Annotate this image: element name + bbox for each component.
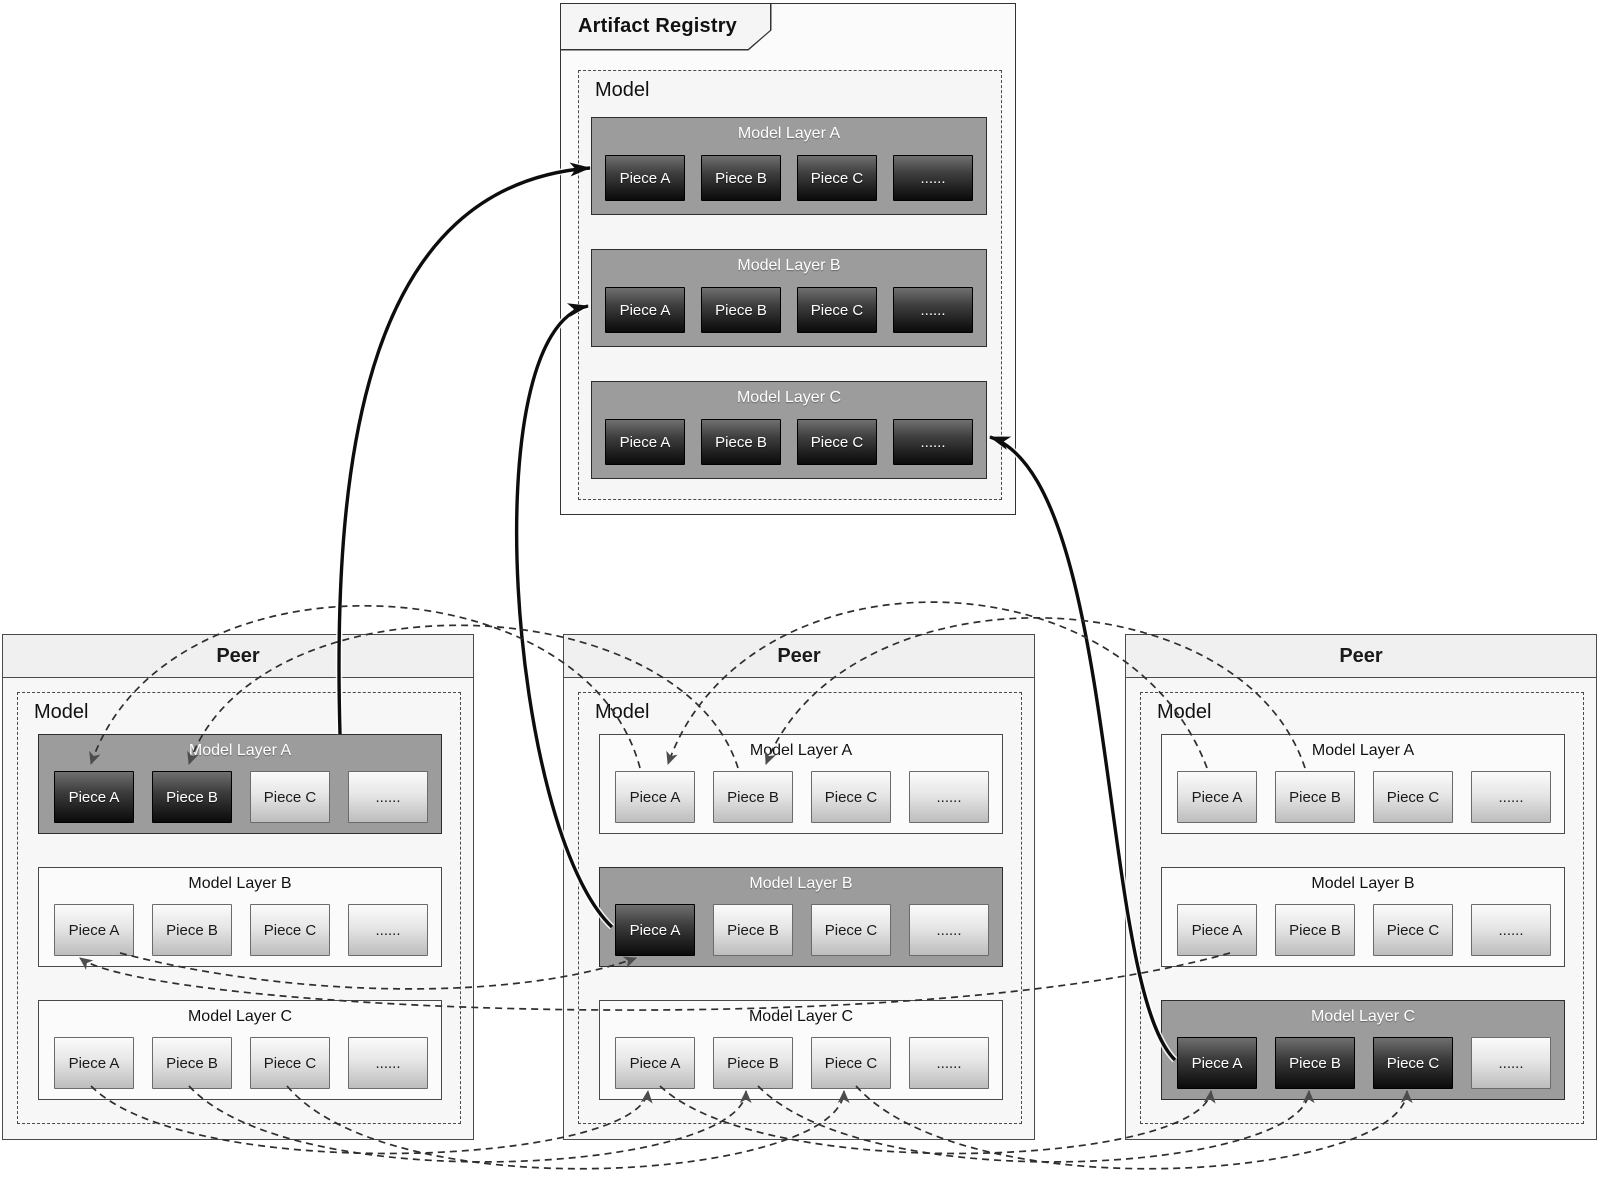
peer-left-model-label: Model <box>34 701 89 723</box>
peer-left-layer-c-title: Model Layer C <box>187 1008 293 1025</box>
peer-middle-layer-c-piece-1-missing: Piece A <box>615 1037 695 1089</box>
peer-middle-layer-b-piece-3-missing: Piece C <box>811 904 891 956</box>
registry-layer-a-piece-3-downloaded: Piece C <box>797 155 877 201</box>
peer-right-layer-b-piece-2-missing: Piece B <box>1275 904 1355 956</box>
peer-right-layer-a-piece-1-missing: Piece A <box>1177 771 1257 823</box>
peer-left-layer-a-piece-3-missing: Piece C <box>250 771 330 823</box>
peer-middle-layer-b-piece-4-missing: ...... <box>909 904 989 956</box>
peer-middle-layer-c-piece-2-missing: Piece B <box>713 1037 793 1089</box>
peer-left-layer-c-piece-1-missing: Piece A <box>54 1037 134 1089</box>
peer-left-layer-b-piece-1-missing: Piece A <box>54 904 134 956</box>
peer-middle-layer-c-piece-3-missing: Piece C <box>811 1037 891 1089</box>
peer-right-layer-c-piece-2-downloaded: Piece B <box>1275 1037 1355 1089</box>
registry-layer-a-piece-2-downloaded: Piece B <box>701 155 781 201</box>
peer-left-layer-b-title: Model Layer B <box>188 875 292 892</box>
registry-title-tab: Artifact Registry <box>560 3 772 51</box>
peer-middle-layer-c-box: Model Layer C Piece A Piece B Piece C...... <box>599 1000 1003 1100</box>
registry-layer-a-piece-4-downloaded: ...... <box>893 155 973 201</box>
peer-right-layer-a-piece-2-missing: Piece B <box>1275 771 1355 823</box>
peer-left-layer-b-piece-3-missing: Piece C <box>250 904 330 956</box>
registry-model-box: Model Model Layer A Piece A Piece B Piece C… <box>578 70 1002 500</box>
peer-right-layer-c-box: Model Layer C Piece A Piece B Piece C...... <box>1161 1000 1565 1100</box>
peer-middle-layer-a-piece-2-missing: Piece B <box>713 771 793 823</box>
registry-model-label: Model <box>595 79 650 101</box>
peer-right-layer-b-title: Model Layer B <box>1311 875 1415 892</box>
peer-left-layer-a-piece-2-downloaded: Piece B <box>152 771 232 823</box>
peer-left-layer-a-piece-4-missing: ...... <box>348 771 428 823</box>
registry-layer-c-piece-3-downloaded: Piece C <box>797 419 877 465</box>
peer-title-middle: Peer <box>564 635 1034 678</box>
peer-right-layer-a-box: Model Layer A Piece A Piece B Piece C...... <box>1161 734 1565 834</box>
peer-left-layer-b-piece-4-missing: ...... <box>348 904 428 956</box>
peer-middle-model-label: Model <box>595 701 650 723</box>
peer-right-layer-b-piece-3-missing: Piece C <box>1373 904 1453 956</box>
registry-layer-b-piece-4-downloaded: ...... <box>893 287 973 333</box>
peer-right-layer-b-piece-4-missing: ...... <box>1471 904 1551 956</box>
peer-right-layer-a-piece-4-missing: ...... <box>1471 771 1551 823</box>
peer-right-layer-c-piece-4-missing: ...... <box>1471 1037 1551 1089</box>
peer-right-layer-c-title: Model Layer C <box>1310 1008 1416 1025</box>
peer-middle-layer-c-piece-4-missing: ...... <box>909 1037 989 1089</box>
peer-left-layer-c-piece-2-missing: Piece B <box>152 1037 232 1089</box>
registry-layer-b-box: Model Layer B Piece A Piece B Piece C...... <box>591 249 987 347</box>
registry-layer-c-piece-1-downloaded: Piece A <box>605 419 685 465</box>
registry-layer-a-box: Model Layer A Piece A Piece B Piece C...... <box>591 117 987 215</box>
registry-layer-c-box: Model Layer C Piece A Piece B Piece C...... <box>591 381 987 479</box>
peer-right-layer-b-box: Model Layer B Piece A Piece B Piece C...... <box>1161 867 1565 967</box>
peer-right-layer-b-piece-1-missing: Piece A <box>1177 904 1257 956</box>
registry-layer-b-piece-3-downloaded: Piece C <box>797 287 877 333</box>
registry-layer-c-piece-4-downloaded: ...... <box>893 419 973 465</box>
registry-layer-c-title: Model Layer C <box>736 389 842 406</box>
peer-middle-layer-a-piece-3-missing: Piece C <box>811 771 891 823</box>
peer-left-layer-b-box: Model Layer B Piece A Piece B Piece C...... <box>38 867 442 967</box>
peer-middle-layer-b-piece-1-downloaded: Piece A <box>615 904 695 956</box>
peer-title-left: Peer <box>3 635 473 678</box>
registry-layer-b-title: Model Layer B <box>737 257 841 274</box>
registry-layer-a-title: Model Layer A <box>737 125 841 142</box>
peer-title-right: Peer <box>1126 635 1596 678</box>
peer-middle-layer-c-title: Model Layer C <box>748 1008 854 1025</box>
peer-left-layer-a-piece-1-downloaded: Piece A <box>54 771 134 823</box>
peer-right-layer-c-piece-1-downloaded: Piece A <box>1177 1037 1257 1089</box>
peer-right-layer-a-piece-3-missing: Piece C <box>1373 771 1453 823</box>
peer-right-layer-c-piece-3-downloaded: Piece C <box>1373 1037 1453 1089</box>
peer-left-layer-a-box: Model Layer A Piece A Piece B Piece C...... <box>38 734 442 834</box>
registry-layer-b-piece-1-downloaded: Piece A <box>605 287 685 333</box>
peer-middle-layer-b-box: Model Layer B Piece A Piece B Piece C...... <box>599 867 1003 967</box>
peer-left-layer-a-title: Model Layer A <box>188 742 292 759</box>
peer-left-layer-b-piece-2-missing: Piece B <box>152 904 232 956</box>
peer-left-layer-c-piece-3-missing: Piece C <box>250 1037 330 1089</box>
peer-left-layer-c-box: Model Layer C Piece A Piece B Piece C...... <box>38 1000 442 1100</box>
registry-layer-b-piece-2-downloaded: Piece B <box>701 287 781 333</box>
peer-middle-layer-a-box: Model Layer A Piece A Piece B Piece C...... <box>599 734 1003 834</box>
registry-title: Artifact Registry <box>578 15 737 37</box>
peer-right-layer-a-title: Model Layer A <box>1311 742 1415 759</box>
peer-right-model-label: Model <box>1157 701 1212 723</box>
registry-layer-c-piece-2-downloaded: Piece B <box>701 419 781 465</box>
peer-middle-layer-a-piece-4-missing: ...... <box>909 771 989 823</box>
peer-middle-layer-b-piece-2-missing: Piece B <box>713 904 793 956</box>
peer-middle-layer-a-piece-1-missing: Piece A <box>615 771 695 823</box>
peer-left-layer-c-piece-4-missing: ...... <box>348 1037 428 1089</box>
artifact-registry-panel: Artifact Registry Model Model Layer A Pie… <box>560 3 1016 515</box>
peer-middle-layer-a-title: Model Layer A <box>749 742 853 759</box>
peer-middle-layer-b-title: Model Layer B <box>749 875 853 892</box>
registry-layer-a-piece-1-downloaded: Piece A <box>605 155 685 201</box>
